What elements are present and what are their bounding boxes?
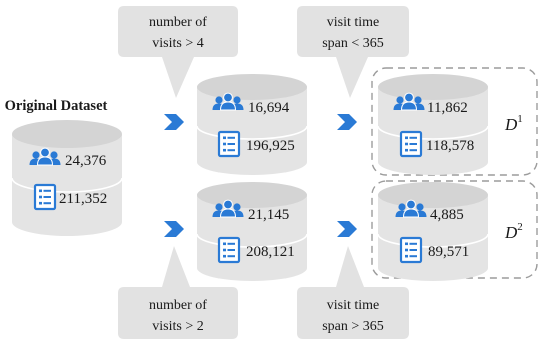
d1-cylinder <box>377 74 489 175</box>
chevron-right-icon <box>337 221 357 237</box>
intermediate-bottom-records: 208,121 <box>246 244 295 260</box>
callout-visits-gt4-line1: number of <box>149 15 207 30</box>
document-list-icon <box>399 130 423 158</box>
document-list-icon <box>217 130 241 158</box>
callout-visits-gt2 <box>118 246 238 339</box>
callout-visits-gt2-line2: visits > 2 <box>152 319 203 334</box>
original-users-count: 24,376 <box>65 153 107 169</box>
callout-span-lt365-line2: span < 365 <box>322 36 384 51</box>
intermediate-top-records: 196,925 <box>246 138 295 154</box>
original-dataset-title: Original Dataset <box>5 98 108 114</box>
d1-label: D1 <box>504 113 523 134</box>
callout-span-gt365-line2: span > 365 <box>322 319 384 334</box>
callout-span-gt365-line1: visit time <box>327 298 380 313</box>
chevron-right-icon <box>164 221 184 237</box>
d2-label: D2 <box>504 221 523 242</box>
callout-span-lt365-line1: visit time <box>327 15 380 30</box>
intermediate-top-users: 16,694 <box>248 100 290 116</box>
document-list-icon <box>33 183 57 211</box>
callout-span-gt365 <box>297 246 409 339</box>
callout-visits-gt2-line1: number of <box>149 298 207 313</box>
intermediate-bottom-cylinder <box>196 182 308 281</box>
d1-records: 118,578 <box>426 138 474 154</box>
original-dataset-cylinder <box>11 120 123 236</box>
d2-users: 4,885 <box>430 207 464 223</box>
d2-records: 89,571 <box>428 244 469 260</box>
callout-visits-gt4 <box>118 6 238 98</box>
original-records-count: 211,352 <box>59 191 107 207</box>
callout-span-lt365 <box>297 6 409 98</box>
intermediate-top-cylinder <box>196 74 308 175</box>
chevron-right-icon <box>164 114 184 130</box>
intermediate-bottom-users: 21,145 <box>248 207 289 223</box>
d1-dashed-frame <box>371 67 538 176</box>
callout-visits-gt4-line2: visits > 4 <box>152 36 203 51</box>
d1-users: 11,862 <box>427 100 468 116</box>
document-list-icon <box>217 236 241 264</box>
chevron-right-icon <box>337 114 357 130</box>
d2-cylinder <box>377 182 489 281</box>
document-list-icon <box>399 236 423 264</box>
